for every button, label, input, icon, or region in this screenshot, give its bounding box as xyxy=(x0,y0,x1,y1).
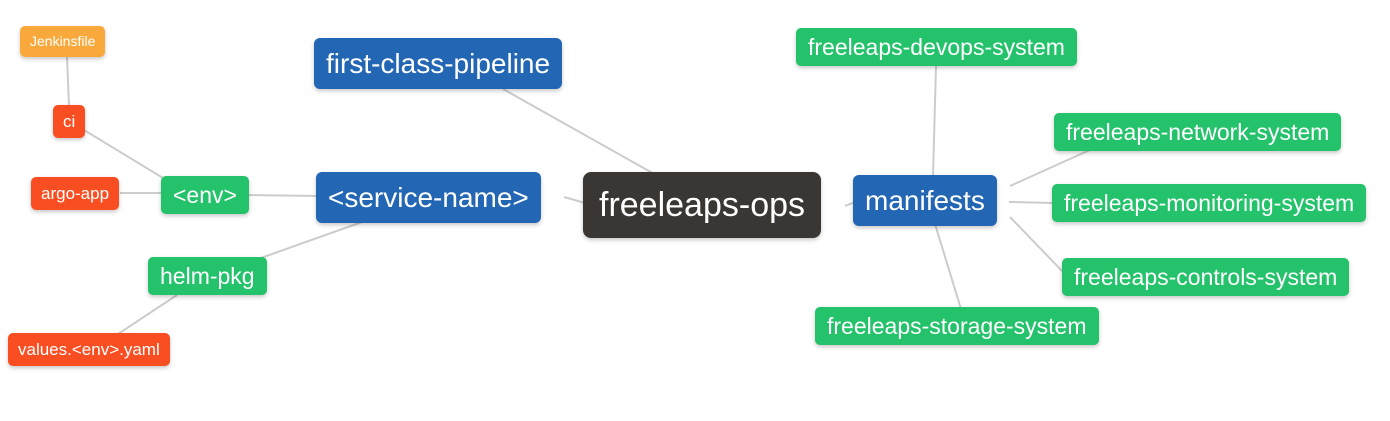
edge-jenkinsfile-ci xyxy=(66,55,70,107)
node-jenkinsfile[interactable]: Jenkinsfile xyxy=(20,26,106,57)
edge-manifests-controls-system xyxy=(1009,216,1065,274)
edge-helm-pkg-service-name xyxy=(257,221,363,260)
node-freeleaps-network-system[interactable]: freeleaps-network-system xyxy=(1054,113,1342,151)
edge-ci-env xyxy=(83,129,164,179)
edge-manifests-storage-system xyxy=(934,223,962,310)
node-freeleaps-controls-system[interactable]: freeleaps-controls-system xyxy=(1062,258,1350,296)
node-service-name[interactable]: <service-name> xyxy=(316,172,541,223)
edge-values-helm-pkg xyxy=(117,294,178,335)
node-freeleaps-ops-root[interactable]: freeleaps-ops xyxy=(583,172,822,238)
edge-manifests-monitoring-system xyxy=(1008,201,1055,204)
node-freeleaps-monitoring-system[interactable]: freeleaps-monitoring-system xyxy=(1052,184,1367,222)
node-freeleaps-storage-system[interactable]: freeleaps-storage-system xyxy=(815,307,1099,345)
node-first-class-pipeline[interactable]: first-class-pipeline xyxy=(314,38,563,89)
edge-env-service-name xyxy=(243,194,319,197)
edge-service-name-root xyxy=(563,196,586,204)
node-values-env-yaml[interactable]: values.<env>.yaml xyxy=(8,333,170,366)
node-manifests[interactable]: manifests xyxy=(853,175,997,226)
node-helm-pkg[interactable]: helm-pkg xyxy=(148,257,267,295)
node-freeleaps-devops-system[interactable]: freeleaps-devops-system xyxy=(796,28,1077,66)
node-argo-app[interactable]: argo-app xyxy=(31,177,120,210)
edge-first-class-pipeline-root xyxy=(502,88,657,176)
node-ci[interactable]: ci xyxy=(53,105,86,138)
edge-manifests-devops-system xyxy=(932,65,937,177)
edge-manifests-network-system xyxy=(1009,148,1093,187)
node-env[interactable]: <env> xyxy=(161,176,249,214)
